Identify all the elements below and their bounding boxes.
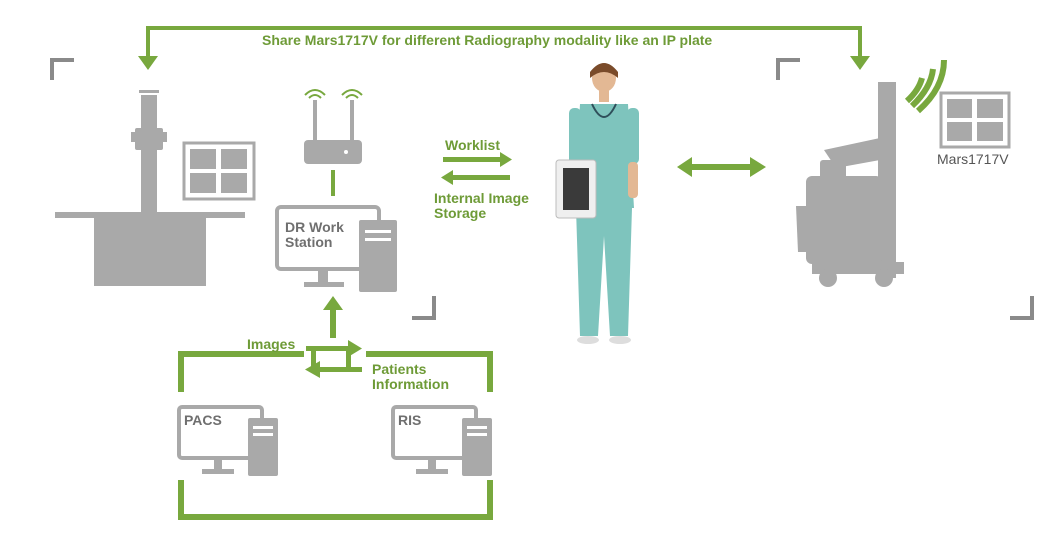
images-label: Images [247, 336, 296, 352]
share-title: Share Mars1717V for different Radiograph… [262, 32, 713, 48]
internal-storage-label-line1: Internal Image [434, 190, 529, 206]
worklist-label: Worklist [445, 137, 500, 153]
detector-panel-icon [939, 91, 1011, 149]
corner-brackets [50, 58, 1034, 320]
storage-arrow-shaft [452, 175, 510, 180]
double-arrow-left-head [677, 157, 692, 177]
router-link [331, 170, 335, 196]
wifi-signal-icon [904, 59, 947, 114]
network-loop [178, 351, 493, 520]
detector-label: Mars1717V [937, 151, 1009, 167]
storage-arrow-head [441, 170, 453, 185]
double-arrow-shaft [690, 164, 752, 170]
double-arrow-right-head [750, 157, 766, 177]
patients-label-line1: Patients [372, 361, 427, 377]
pacs-computer-icon [177, 405, 278, 476]
bracket-right-top [776, 58, 800, 80]
computer-icon [275, 205, 397, 292]
up-arrow-shaft [330, 308, 336, 338]
worklist-arrow-shaft [443, 157, 501, 162]
bracket-left-top [50, 58, 74, 80]
wifi-router-icon [304, 89, 363, 164]
workstation-label-line2: Station [285, 234, 333, 250]
pacs-label: PACS [184, 412, 222, 428]
bracket-mid-bottom [412, 296, 436, 320]
exchange-arrows-icon [305, 340, 362, 378]
nurse-with-detector-icon [555, 63, 639, 344]
radiography-table-icon [55, 90, 256, 286]
patients-label-line2: Information [372, 376, 449, 392]
internal-storage-label-line2: Storage [434, 205, 487, 221]
share-arrow-right-head [850, 56, 870, 70]
worklist-arrow-head [500, 152, 512, 167]
up-arrow-head [323, 296, 343, 310]
share-arrow [146, 26, 862, 58]
ris-computer-icon [391, 405, 492, 476]
mobile-xray-icon [796, 82, 904, 287]
workstation-label-line1: DR Work [285, 219, 344, 235]
share-arrow-left-head [138, 56, 158, 70]
ris-label: RIS [398, 412, 422, 428]
bracket-right-bottom [1010, 296, 1034, 320]
